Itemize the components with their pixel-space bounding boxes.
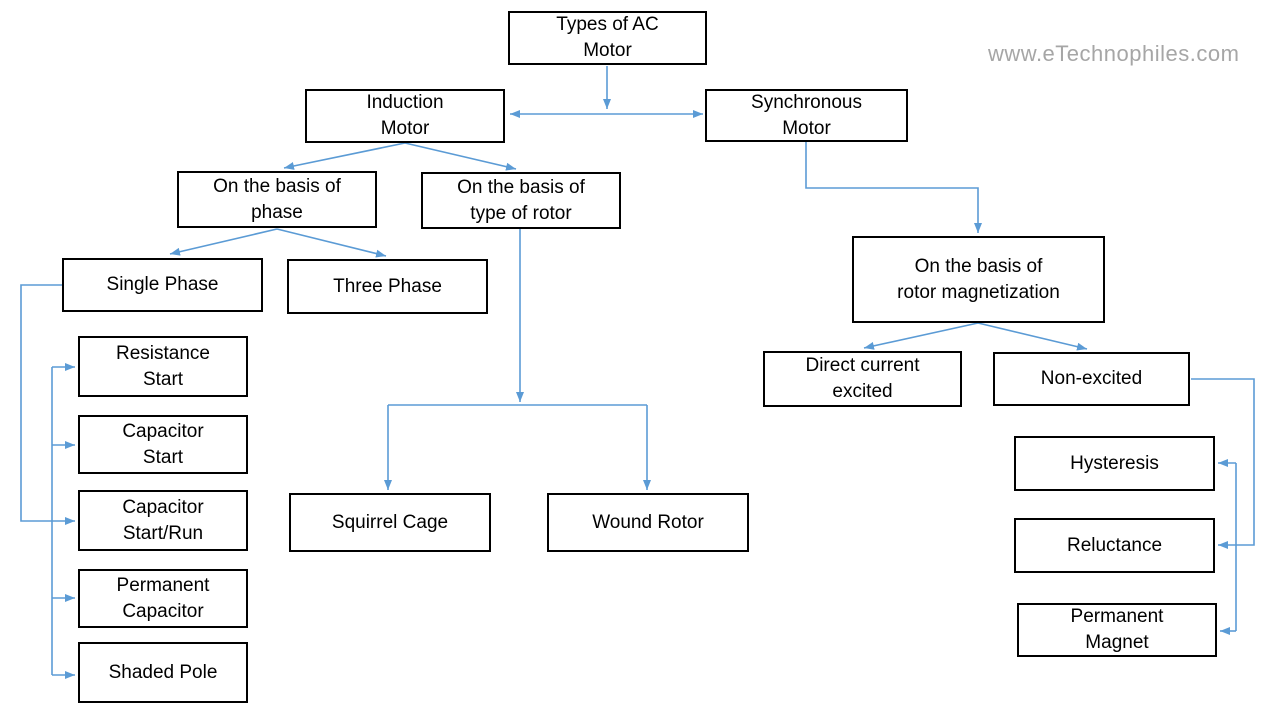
node-induction-motor: Induction Motor (305, 89, 505, 143)
node-wound-rotor: Wound Rotor (547, 493, 749, 552)
node-permanent-magnet: Permanent Magnet (1017, 603, 1217, 657)
connector-phase-to-single (169, 228, 278, 256)
node-hysteresis: Hysteresis (1014, 436, 1215, 491)
node-reluctance: Reluctance (1014, 518, 1215, 573)
connector-induction-to-phase (283, 142, 406, 170)
connector-to-dc-excited (863, 322, 979, 350)
node-types-of-ac-motor: Types of AC Motor (508, 11, 707, 65)
node-synchronous-motor: Synchronous Motor (705, 89, 908, 142)
node-basis-of-phase: On the basis of phase (177, 171, 377, 228)
node-capacitor-start-run: Capacitor Start/Run (78, 490, 248, 551)
node-permanent-capacitor: Permanent Capacitor (78, 569, 248, 628)
node-non-excited: Non-excited (993, 352, 1190, 406)
connector-phase-to-three (276, 228, 387, 258)
node-three-phase: Three Phase (287, 259, 488, 314)
watermark: www.eTechnophiles.com (988, 41, 1240, 66)
node-direct-current-excited: Direct current excited (763, 351, 962, 407)
connector-synchronous-to-magnetization (805, 142, 982, 233)
node-basis-rotor-magnetization: On the basis of rotor magnetization (852, 236, 1105, 323)
node-basis-of-rotor-type: On the basis of type of rotor (421, 172, 621, 229)
node-single-phase: Single Phase (62, 258, 263, 312)
node-squirrel-cage: Squirrel Cage (289, 493, 491, 552)
connector-single-phase-main (20, 284, 75, 525)
connector-induction-to-rotor-type (404, 142, 517, 171)
connector-to-non-excited (977, 322, 1088, 351)
node-capacitor-start: Capacitor Start (78, 415, 248, 474)
node-shaded-pole: Shaded Pole (78, 642, 248, 703)
node-resistance-start: Resistance Start (78, 336, 248, 397)
